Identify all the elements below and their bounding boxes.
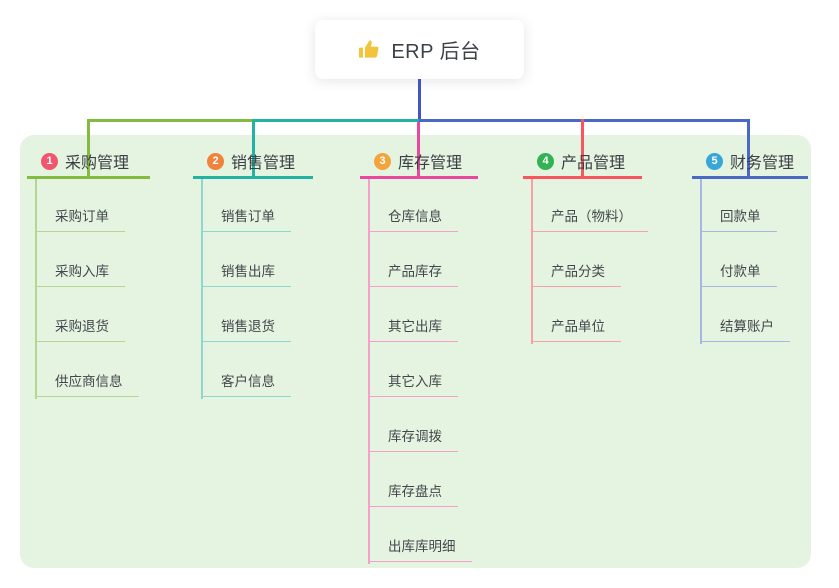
branch-number-badge: 1: [41, 152, 58, 170]
tree-node[interactable]: 销售出库: [201, 260, 291, 287]
branch-label: 销售管理: [231, 155, 296, 172]
branch-number-badge: 5: [706, 152, 723, 170]
branch-inventory-title[interactable]: 3 库存管理: [360, 146, 478, 176]
tree-node[interactable]: 付款单: [700, 260, 777, 287]
connector-horizontal-purchase: [87, 119, 253, 122]
branch-vertical-line: [368, 179, 370, 564]
connector-drop-purchase: [87, 119, 90, 179]
tree-node[interactable]: 库存盘点: [368, 480, 458, 507]
branch-finance-title[interactable]: 5 财务管理: [692, 146, 808, 176]
branch-number-badge: 3: [374, 152, 391, 170]
root-label: ERP 后台: [391, 41, 481, 63]
branch-sales-title[interactable]: 2 销售管理: [193, 146, 313, 176]
tree-node[interactable]: 销售订单: [201, 205, 291, 232]
tree-node[interactable]: 结算账户: [700, 315, 790, 342]
branch-purchase-title[interactable]: 1 采购管理: [27, 146, 150, 176]
connector-drop-finance: [747, 119, 750, 179]
branch-finance: 5 财务管理 回款单 付款单 结算账户: [692, 146, 808, 344]
tree-node[interactable]: 销售退货: [201, 315, 291, 342]
tree-node[interactable]: 客户信息: [201, 370, 291, 397]
branch-product-title[interactable]: 4 产品管理: [523, 146, 642, 176]
tree-node[interactable]: 回款单: [700, 205, 777, 232]
connector-horizontal-sales: [253, 119, 419, 122]
branch-underline: [523, 176, 642, 179]
branch-label: 采购管理: [65, 155, 130, 172]
tree-node[interactable]: 库存调拨: [368, 425, 458, 452]
branch-vertical-line: [531, 179, 533, 344]
tree-node[interactable]: 其它出库: [368, 315, 458, 342]
tree-node[interactable]: 产品（物料）: [531, 205, 648, 232]
tree-node[interactable]: 采购退货: [35, 315, 125, 342]
root-node[interactable]: ERP 后台: [315, 20, 524, 79]
branch-label: 产品管理: [561, 155, 626, 172]
branch-number-badge: 2: [207, 152, 224, 170]
branch-label: 财务管理: [730, 155, 795, 172]
branch-inventory: 3 库存管理 仓库信息 产品库存 其它出库 其它入库 库存调拨 库存盘点 出库库…: [360, 146, 478, 564]
connector-drop-sales: [252, 119, 255, 179]
branch-vertical-line: [201, 179, 203, 399]
tree-node[interactable]: 采购订单: [35, 205, 125, 232]
branch-sales: 2 销售管理 销售订单 销售出库 销售退货 客户信息: [193, 146, 313, 399]
branch-vertical-line: [700, 179, 702, 344]
connector-drop-product: [581, 119, 584, 179]
tree-node[interactable]: 产品库存: [368, 260, 458, 287]
branches-panel: [20, 135, 811, 568]
tree-node[interactable]: 采购入库: [35, 260, 125, 287]
branch-number-badge: 4: [537, 152, 554, 170]
branch-purchase: 1 采购管理 采购订单 采购入库 采购退货 供应商信息: [27, 146, 150, 399]
tree-node[interactable]: 供应商信息: [35, 370, 139, 397]
connector-horizontal-right: [419, 119, 750, 122]
branch-label: 库存管理: [398, 155, 463, 172]
branch-product: 4 产品管理 产品（物料） 产品分类 产品单位: [523, 146, 648, 344]
branch-underline: [692, 176, 808, 179]
tree-node[interactable]: 出库库明细: [368, 535, 472, 562]
connector-root-stub: [418, 79, 421, 122]
thumbs-up-icon: [358, 38, 381, 61]
branch-underline: [27, 176, 150, 179]
connector-drop-inventory: [417, 122, 420, 179]
branch-underline: [360, 176, 478, 179]
branch-vertical-line: [35, 179, 37, 399]
tree-node[interactable]: 仓库信息: [368, 205, 458, 232]
tree-node[interactable]: 产品单位: [531, 315, 621, 342]
branch-underline: [193, 176, 313, 179]
tree-node[interactable]: 其它入库: [368, 370, 458, 397]
tree-node[interactable]: 产品分类: [531, 260, 621, 287]
